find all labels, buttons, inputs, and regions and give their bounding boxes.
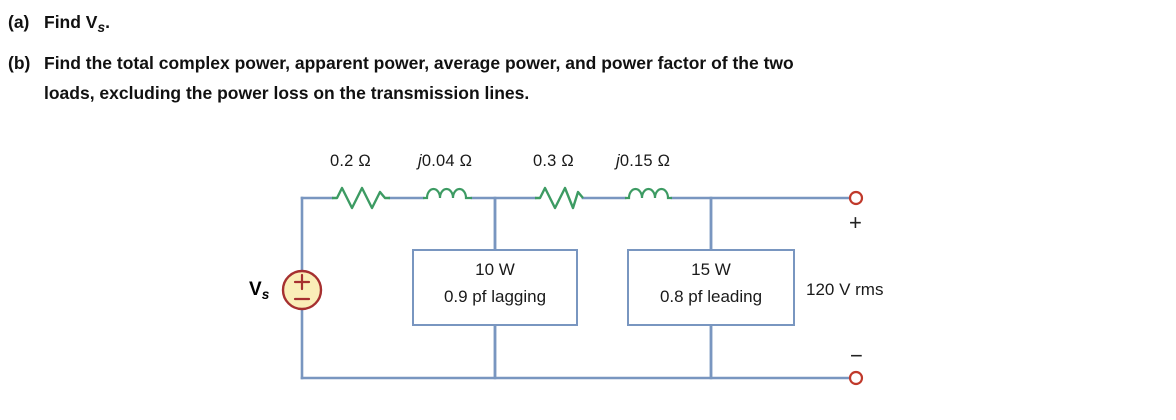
load-box-2 (627, 249, 795, 326)
impedance-label-x2-j: j (616, 152, 620, 170)
voltage-symbol-subscript: s (97, 19, 106, 35)
problem-text-b: Find the total complex power, apparent p… (44, 52, 794, 73)
impedance-label-x2: j0.15 Ω (616, 152, 670, 171)
source-label-subscript: s (261, 287, 270, 303)
inductor-symbol-x1 (423, 187, 472, 200)
problem-text-a: Find Vs. (44, 9, 1176, 41)
impedance-label-r1: 0.2 Ω (330, 152, 371, 170)
output-minus-sign: − (850, 343, 863, 368)
problem-statement: (a) Find Vs. (b) Find the total complex … (0, 0, 1176, 106)
source-plus-icon (293, 273, 311, 291)
resistor-symbol-r2 (535, 186, 584, 210)
circuit-diagram: 0.2 Ω j0.04 Ω 0.3 Ω j0.15 Ω 10 W 0.9 pf … (0, 130, 1176, 420)
load1-power-factor: 0.9 pf lagging (443, 287, 547, 306)
impedance-label-x1-j: j (418, 152, 422, 170)
problem-marker-a: (a) (8, 12, 30, 32)
circuit-schematic-svg (281, 186, 864, 386)
problem-text-a-prefix: Find (44, 12, 86, 32)
output-plus-sign: + (849, 210, 862, 235)
problem-text-a-suffix: . (105, 12, 110, 32)
problem-marker-b: (b) (8, 52, 31, 73)
problem-item-a: (a) Find Vs. (0, 9, 1176, 41)
resistor-symbol-r1 (332, 186, 390, 210)
source-label-letter: V (249, 279, 262, 300)
load1-power: 10 W (475, 260, 515, 279)
problem-item-b: (b) Find the total complex power, appare… (0, 50, 1176, 76)
impedance-label-x2-value: 0.15 Ω (619, 152, 671, 170)
output-terminal-negative (848, 370, 864, 386)
impedance-label-x1-value: 0.04 Ω (421, 152, 473, 170)
inductor-symbol-x2 (625, 187, 672, 200)
output-voltage-label: 120 V rms (806, 280, 884, 299)
impedance-label-x1: j0.04 Ω (418, 152, 472, 171)
load2-power-factor: 0.8 pf leading (659, 287, 763, 306)
output-terminal-positive (848, 190, 864, 206)
source-label-vs: Vs (249, 279, 269, 302)
problem-text-b-continuation: loads, excluding the power loss on the t… (44, 82, 530, 103)
voltage-symbol-letter: V (85, 12, 98, 32)
load2-power: 15 W (691, 260, 731, 279)
voltage-symbol-vs: Vs (85, 12, 106, 35)
impedance-label-r2: 0.3 Ω (533, 152, 574, 170)
